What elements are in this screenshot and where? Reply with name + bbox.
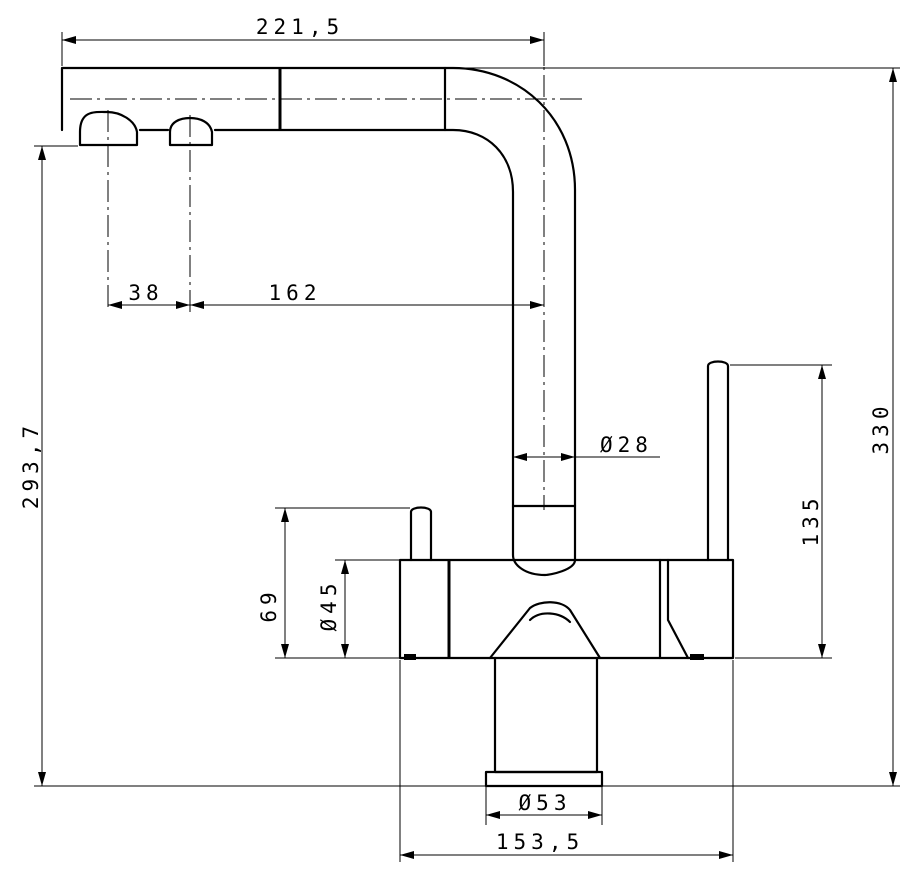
dim-label-total-outlet-height: 293,7: [19, 421, 43, 509]
dim-label-total-height: 330: [869, 402, 893, 455]
faucet-stem: [493, 656, 599, 774]
dim-label-base-diameter: Ø53: [519, 791, 572, 815]
outlet-nozzle-1: [78, 110, 139, 147]
dimension-lines: [34, 32, 900, 862]
body-inner-arch: [488, 601, 602, 660]
dim-label-body-height: 69: [257, 587, 281, 622]
spout-arm: [60, 66, 577, 577]
dim-label-spout-diameter: Ø28: [600, 433, 653, 457]
dim-label-outlet-to-center: 162: [269, 281, 322, 305]
left-push-button: [409, 506, 433, 562]
lever-handle: [706, 360, 730, 562]
dimension-labels: 221,5 38 162 Ø28 69 Ø45 135 293,7 330 Ø5…: [19, 15, 893, 854]
dim-label-body-diameter: Ø45: [317, 579, 341, 632]
dim-label-handle-height: 135: [799, 494, 823, 547]
dim-label-spout-reach: 221,5: [256, 15, 344, 39]
valve-body: [398, 558, 735, 660]
faucet-outline: [60, 66, 735, 788]
outlet-nozzle-2: [168, 116, 214, 147]
center-lines: [70, 40, 585, 510]
dim-label-body-width: 153,5: [496, 830, 584, 854]
dim-label-outlet-spacing: 38: [128, 281, 163, 305]
faucet-base: [484, 770, 604, 788]
